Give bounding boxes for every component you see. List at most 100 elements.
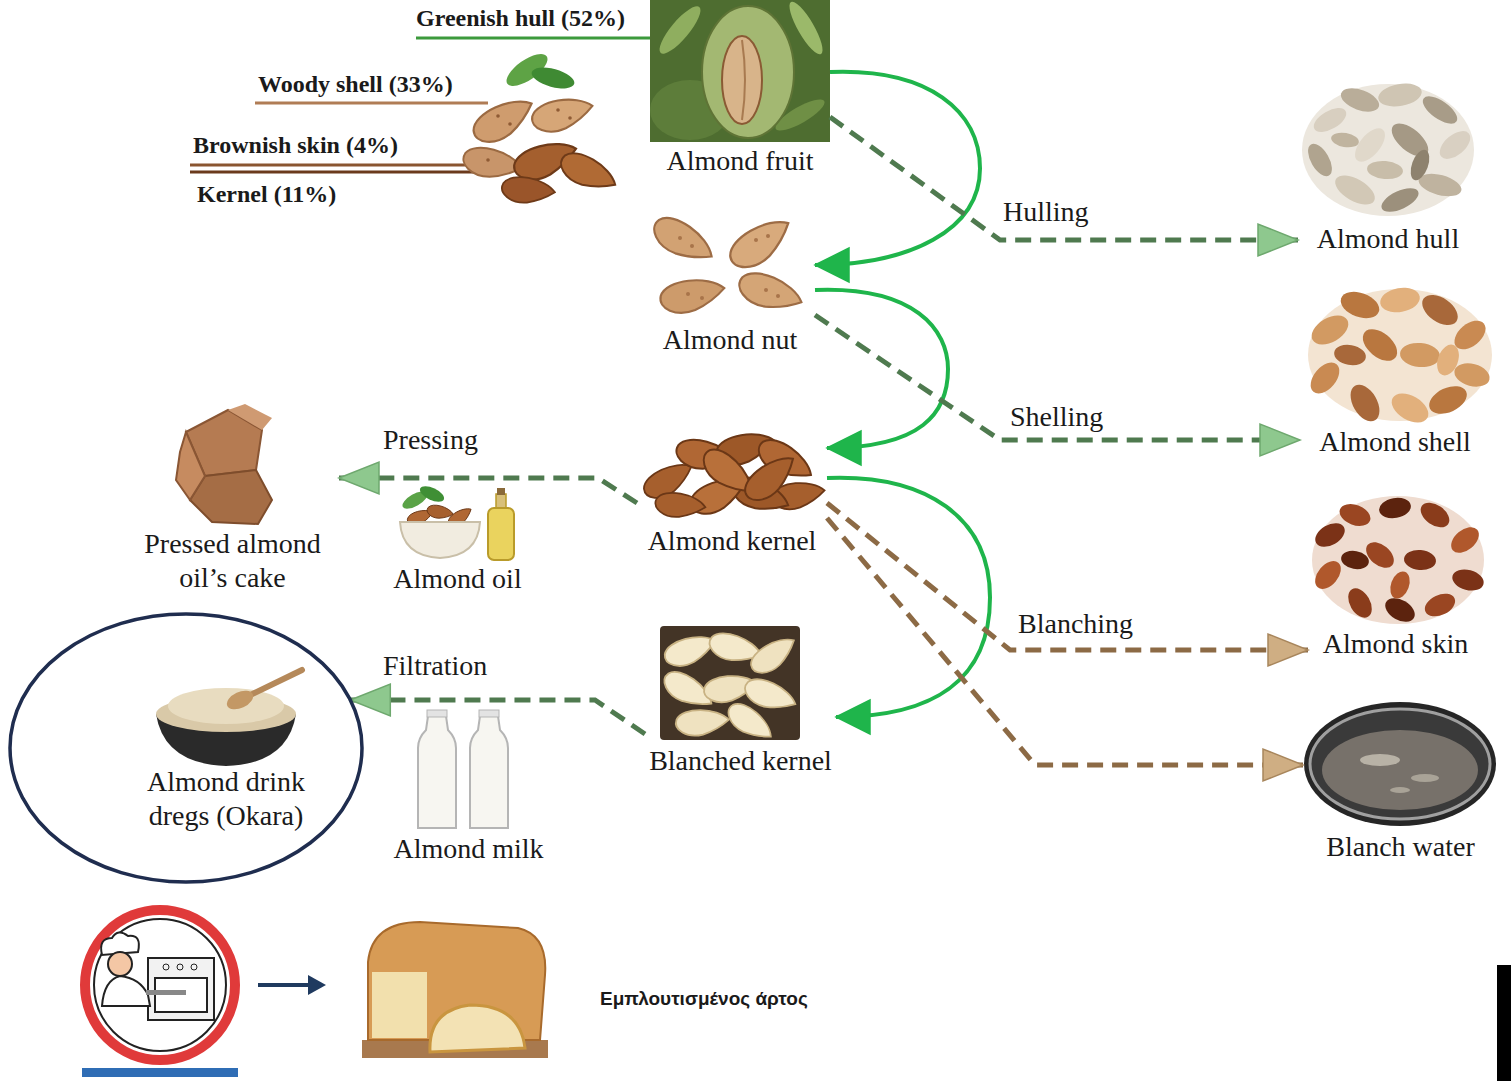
almond-shell-picture-part <box>1333 342 1368 367</box>
blanched-kernel-picture-part <box>675 707 730 737</box>
arrow-head <box>1258 224 1298 256</box>
part-share-label: Kernel (11%) <box>197 180 336 209</box>
product-label: Almond oil <box>393 562 521 596</box>
oil-cake-picture-part <box>228 404 272 430</box>
almond-hull-picture-part <box>1435 126 1475 164</box>
almond-skin-picture <box>1310 495 1486 626</box>
connector-line <box>350 700 645 734</box>
almond-skin-picture-part <box>1381 593 1419 626</box>
blanched-kernel-picture-part <box>723 698 778 746</box>
picture-slot <box>457 486 458 562</box>
almond-shell-picture-part <box>1452 360 1492 391</box>
oil-cake-picture-part <box>176 432 205 500</box>
product-node: Almond milk <box>389 708 548 866</box>
picture-slot <box>740 622 741 744</box>
byproduct-arrow <box>827 518 1303 781</box>
almond-oil-picture <box>400 483 514 560</box>
blanched-kernel-picture <box>659 626 801 747</box>
almond-shell-picture <box>1305 285 1492 429</box>
ellipse-node: Almond drink dregs (Okara) <box>8 612 364 884</box>
product-node: Pressed almond oil’s cake <box>126 405 339 594</box>
blanched-kernel-picture-part <box>746 631 801 679</box>
process-step-label: Shelling <box>1010 400 1103 434</box>
almond-milk-picture-part <box>479 710 499 717</box>
product-node: Almond oil <box>389 486 526 596</box>
almond-skin-picture-part <box>1337 500 1374 530</box>
baking-icon-part <box>108 952 132 976</box>
almond-fruit-picture <box>650 0 830 142</box>
baking-icon <box>82 910 238 1077</box>
byproduct-arrow <box>830 117 1298 256</box>
blanch-water-picture-part <box>1390 787 1410 793</box>
almond-parts-picture-part <box>529 64 576 93</box>
baking-icon-part <box>163 964 169 970</box>
almond-hull-picture-part <box>1366 159 1403 180</box>
product-caption: Εμπλουτισμένος άρτος <box>600 988 808 1011</box>
process-arrow <box>815 290 948 465</box>
almond-parts-picture-part <box>486 158 490 162</box>
flow-arrow <box>258 975 326 995</box>
almond-parts-picture <box>461 48 621 205</box>
arrow-head <box>1268 634 1308 666</box>
almond-shell-picture-part <box>1378 285 1422 316</box>
connector-line <box>827 503 1308 650</box>
almond-nut-picture-part <box>647 211 719 270</box>
product-node: Almond nut <box>645 205 815 357</box>
almond-shell-picture-part <box>1433 342 1463 379</box>
almond-fruit-picture-part <box>722 36 762 124</box>
almond-parts-picture-part <box>556 108 560 112</box>
almond-oil-picture-part <box>418 483 447 505</box>
almond-parts-picture-part <box>529 92 596 137</box>
product-node: Almond fruit <box>650 2 830 178</box>
almond-nut-picture-part <box>700 296 704 300</box>
picture-slot <box>226 663 227 765</box>
picture-slot <box>1388 80 1389 222</box>
almond-hull-picture-part <box>1330 169 1379 210</box>
almond-kernel-picture-part <box>654 491 706 519</box>
almond-parts-picture-part <box>496 114 500 118</box>
ellipse-outline-line <box>10 614 362 882</box>
byproduct-arrow <box>827 503 1308 666</box>
almond-skin-picture-part <box>1378 495 1413 520</box>
almond-hull-picture-part <box>1310 103 1350 137</box>
byproduct-arrow <box>350 684 645 734</box>
almond-shell-picture-part <box>1417 289 1464 332</box>
almond-fruit-picture-part <box>742 40 745 120</box>
almond-milk-picture-part <box>427 710 447 717</box>
almond-parts-picture-part <box>468 91 540 150</box>
almond-skin-picture-part <box>1310 556 1346 593</box>
okara-bowl-picture-part <box>224 687 256 713</box>
leader-line-part <box>190 171 492 174</box>
part-share-label: Woody shell (33%) <box>258 70 453 99</box>
almond-nut-picture-part <box>764 288 768 292</box>
almond-shell-picture-part <box>1305 357 1345 399</box>
almond-skin-picture-part <box>1421 589 1458 621</box>
baking-icon-part <box>191 964 197 970</box>
almond-fruit-picture-part <box>654 1 706 59</box>
process-arrow <box>815 72 980 282</box>
picture-slot <box>468 708 469 832</box>
product-label: Almond milk <box>393 832 543 866</box>
connector-line <box>339 478 637 503</box>
product-label: Almond fruit <box>667 144 814 178</box>
baking-icon-part <box>177 964 183 970</box>
almond-oil-picture-part <box>400 522 480 558</box>
almond-skin-picture-part <box>1340 549 1371 572</box>
almond-parts-picture-part <box>556 147 621 197</box>
almond-milk-picture-part <box>470 716 508 828</box>
product-node: Almond shell <box>1300 283 1490 459</box>
almond-milk-picture <box>418 710 508 828</box>
almond-shell-picture-part <box>1399 341 1441 368</box>
process-step-label: Filtration <box>383 649 487 683</box>
picture-slot <box>740 2 741 144</box>
almond-nut-picture-part <box>686 292 690 296</box>
arrow-head <box>836 700 870 734</box>
product-label: Almond skin <box>1323 627 1468 661</box>
almond-nut-picture-part <box>658 273 728 317</box>
baking-icon-part <box>82 1068 238 1077</box>
product-label: Almond drink dregs (Okara) <box>126 765 326 832</box>
almond-parts-picture-part <box>508 122 512 126</box>
leader-line-part <box>255 102 488 105</box>
edge-bar <box>1497 965 1511 1081</box>
almond-nut-picture-part <box>735 268 806 317</box>
